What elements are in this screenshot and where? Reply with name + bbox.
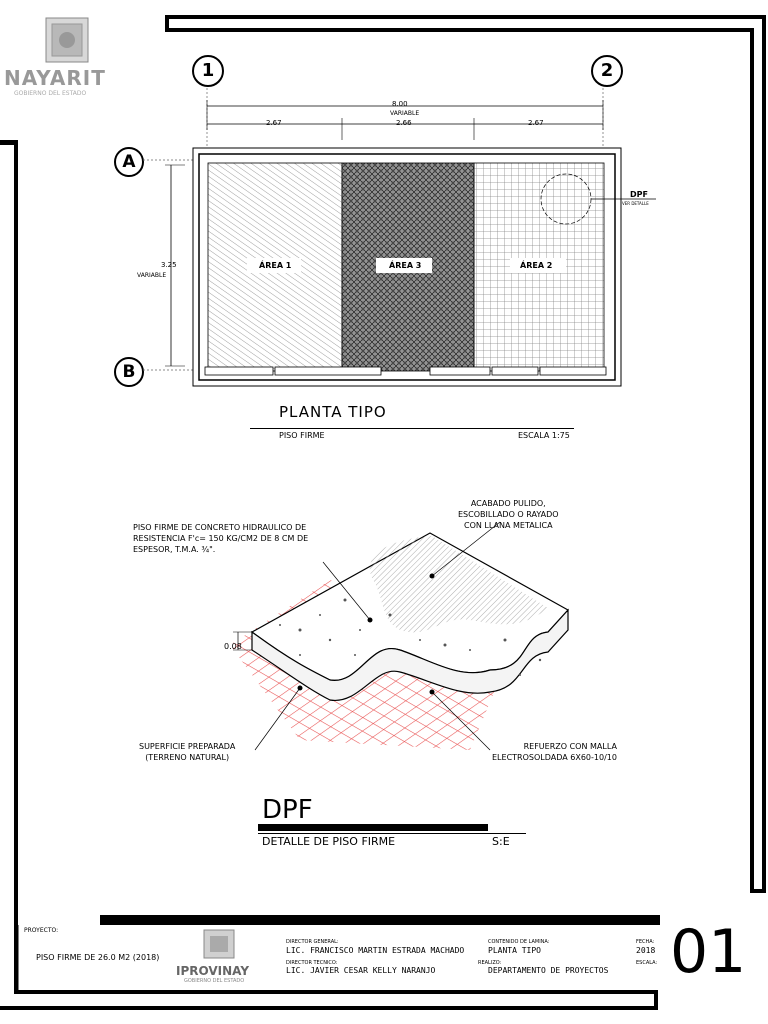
contenido-label: CONTENIDO DE LAMINA: [488, 939, 550, 945]
callout-concrete: PISO FIRME DE CONCRETO HIDRAULICO DE RES… [133, 522, 308, 555]
planta-title-rule [250, 428, 574, 429]
callout-concrete-line-3: ESPESOR, T.M.A. ¾". [133, 545, 216, 554]
callout-mesh-line-1: REFUERZO CON MALLA [523, 742, 617, 751]
area-1-label: ÁREA 1 [259, 261, 292, 270]
dim-3: 2.67 [528, 119, 544, 127]
planta-subtitle: PISO FIRME [279, 431, 325, 440]
fecha-label: FECHA: [636, 939, 655, 945]
axis-bubble-b: B [114, 357, 144, 387]
director-general: LIC. FRANCISCO MARTIN ESTRADA MACHADO [286, 946, 465, 955]
area-2-label: ÁREA 2 [520, 261, 553, 270]
proyecto-label: PROYECTO: [24, 927, 59, 934]
callout-ground-line-2: (TERRENO NATURAL) [145, 753, 230, 762]
logo-subtitle: GOBIERNO DEL ESTADO [14, 90, 87, 97]
dpf-scale: S:E [492, 835, 510, 848]
director-tecnico-label: DIRECTOR TECNICO: [286, 960, 338, 966]
callout-mesh-line-2: ELECTROSOLDADA 6X60-10/10 [492, 753, 617, 762]
thickness-dim: 0.08 [224, 642, 242, 651]
callout-concrete-line-1: PISO FIRME DE CONCRETO HIDRAULICO DE [133, 523, 307, 532]
floor-plan [143, 88, 656, 387]
logo-name: NAYARIT [4, 66, 106, 90]
escala-label: ESCALA: [636, 960, 658, 966]
dim-total: 8.00 [392, 100, 408, 108]
callout-ground-line-1: SUPERFICIE PREPARADA [139, 742, 236, 751]
dpf-note: VER DETALLE [622, 201, 649, 206]
dpf-title-rule [258, 833, 526, 834]
callout-concrete-line-2: RESISTENCIA F'c= 150 KG/CM2 DE 8 CM DE [133, 534, 309, 543]
callout-finish-line-3: CON LLANA METALICA [464, 521, 553, 530]
dpf-subtitle: DETALLE DE PISO FIRME [262, 835, 396, 848]
iprovinay-sub: GOBIERNO DEL ESTADO [184, 978, 245, 984]
dim-height-note: VARIABLE [137, 272, 167, 279]
dim-total-note: VARIABLE [390, 110, 420, 117]
nayarit-logo: NAYARIT GOBIERNO DEL ESTADO [4, 8, 130, 100]
iprovinay-seal-icon [203, 929, 235, 959]
area-3-label: ÁREA 3 [389, 261, 422, 270]
callout-finish: ACABADO PULIDO, ESCOBILLADO O RAYADO CON… [458, 498, 559, 531]
fecha-value: 2018 [636, 946, 656, 955]
dim-2: 2.66 [396, 119, 412, 127]
dim-height: 3.25 [161, 261, 177, 269]
contenido-value: PLANTA TIPO [488, 946, 541, 955]
planta-title: PLANTA TIPO [279, 403, 387, 421]
axis-bubble-1: 1 [192, 55, 224, 87]
realizo-label: REALIZO: [478, 960, 502, 966]
callout-ground: SUPERFICIE PREPARADA (TERRENO NATURAL) [139, 741, 235, 763]
dpf-title: DPF [262, 795, 313, 825]
proyecto-value: PISO FIRME DE 26.0 M2 (2018) [36, 953, 160, 962]
callout-finish-line-1: ACABADO PULIDO, [470, 499, 546, 508]
sheet-number: 01 [670, 917, 747, 987]
callout-finish-line-2: ESCOBILLADO O RAYADO [458, 510, 559, 519]
axis-bubble-2: 2 [591, 55, 623, 87]
dpf-tag: DPF [630, 190, 648, 199]
state-seal-icon [45, 17, 89, 63]
director-general-label: DIRECTOR GENERAL: [286, 939, 339, 945]
planta-scale: ESCALA 1:75 [518, 431, 570, 440]
iprovinay-logo: IPROVINAY GOBIERNO DEL ESTADO [176, 928, 262, 986]
dpf-title-bar [258, 824, 488, 831]
dim-1: 2.67 [266, 119, 282, 127]
realizo-value: DEPARTAMENTO DE PROYECTOS [488, 966, 609, 975]
callout-mesh: REFUERZO CON MALLA ELECTROSOLDADA 6X60-1… [492, 741, 617, 763]
iprovinay-name: IPROVINAY [176, 964, 250, 978]
director-tecnico: LIC. JAVIER CESAR KELLY NARANJO [286, 966, 436, 975]
slab-isometric-detail [230, 521, 569, 751]
axis-bubble-a: A [114, 147, 144, 177]
